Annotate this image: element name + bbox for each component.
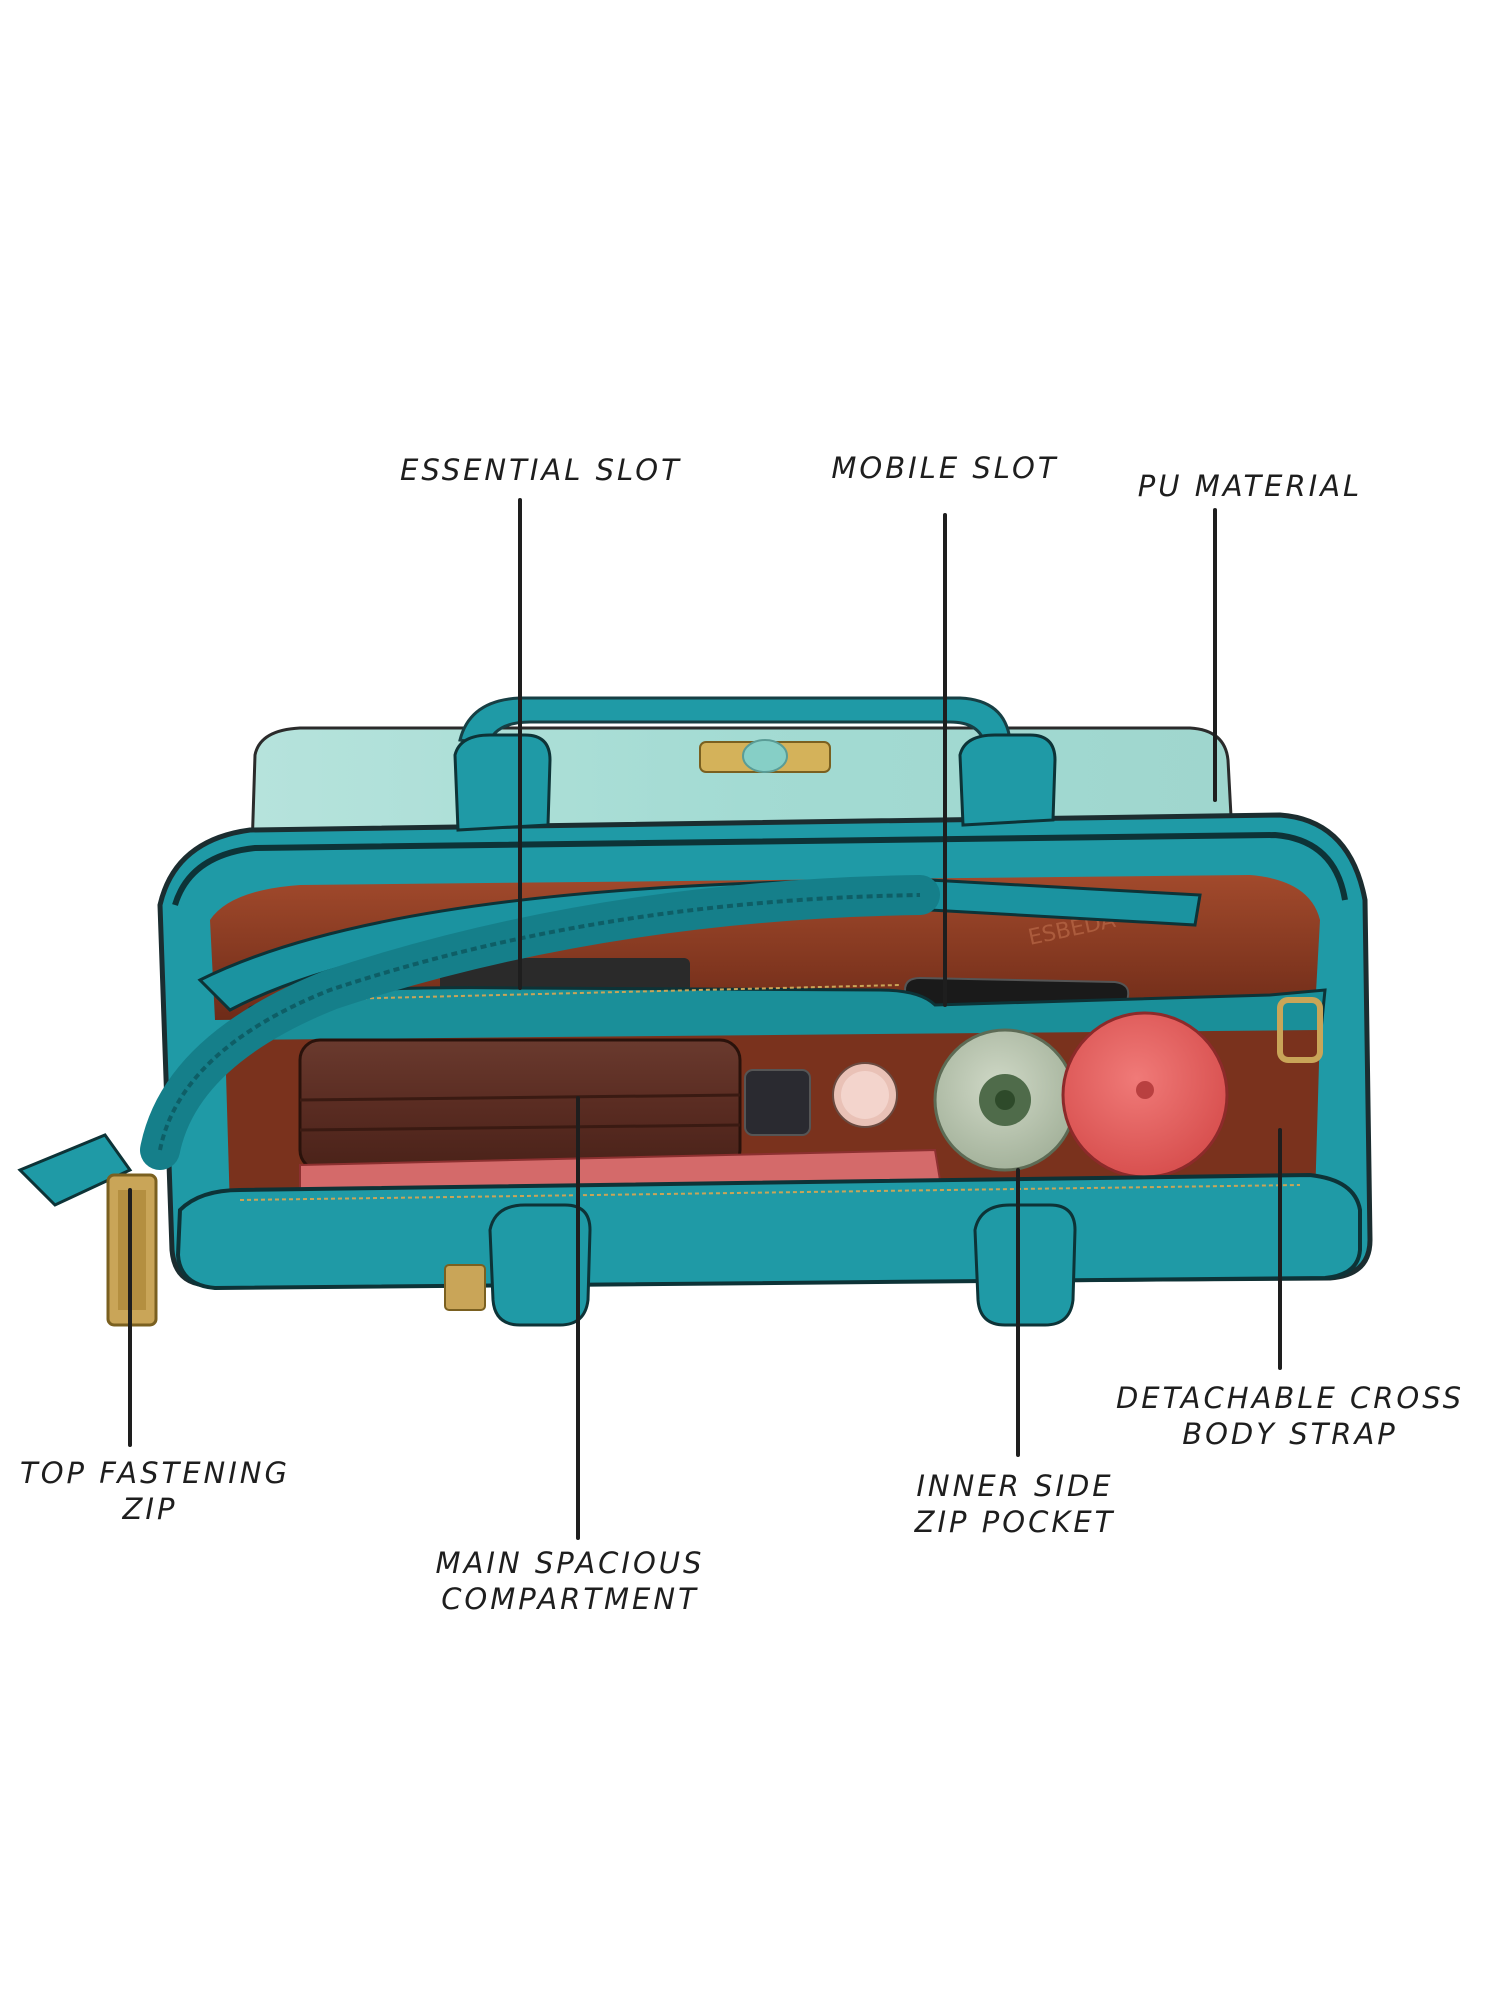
top-fastening-zip-label: TOP FASTENING ZIP (20, 1456, 290, 1526)
mobile-slot-label: MOBILE SLOT (831, 451, 1059, 485)
zip-pull-tab (17, 1133, 133, 1207)
perfume-cube (744, 1069, 811, 1136)
wallet (298, 1038, 742, 1172)
main-spacious-compartment-label: MAIN SPACIOUS COMPARTMENT (435, 1546, 705, 1616)
inner-side-zip-pocket-label: INNER SIDE ZIP POCKET (914, 1469, 1116, 1539)
front-wall (175, 1172, 1362, 1291)
back-handle-left (453, 733, 552, 832)
essential-slot-label: ESSENTIAL SLOT (400, 453, 682, 487)
pu-material-label: PU MATERIAL (1137, 469, 1363, 503)
front-handle-left (488, 1203, 592, 1327)
front-handle-right (973, 1203, 1077, 1327)
strap-ring (1277, 997, 1323, 1063)
detachable-cross-body-strap-label: DETACHABLE CROSS BODY STRAP (1115, 1381, 1465, 1451)
bag-rim (172, 831, 1348, 906)
back-handle-right (958, 733, 1057, 827)
leader-lines (128, 498, 1282, 1540)
